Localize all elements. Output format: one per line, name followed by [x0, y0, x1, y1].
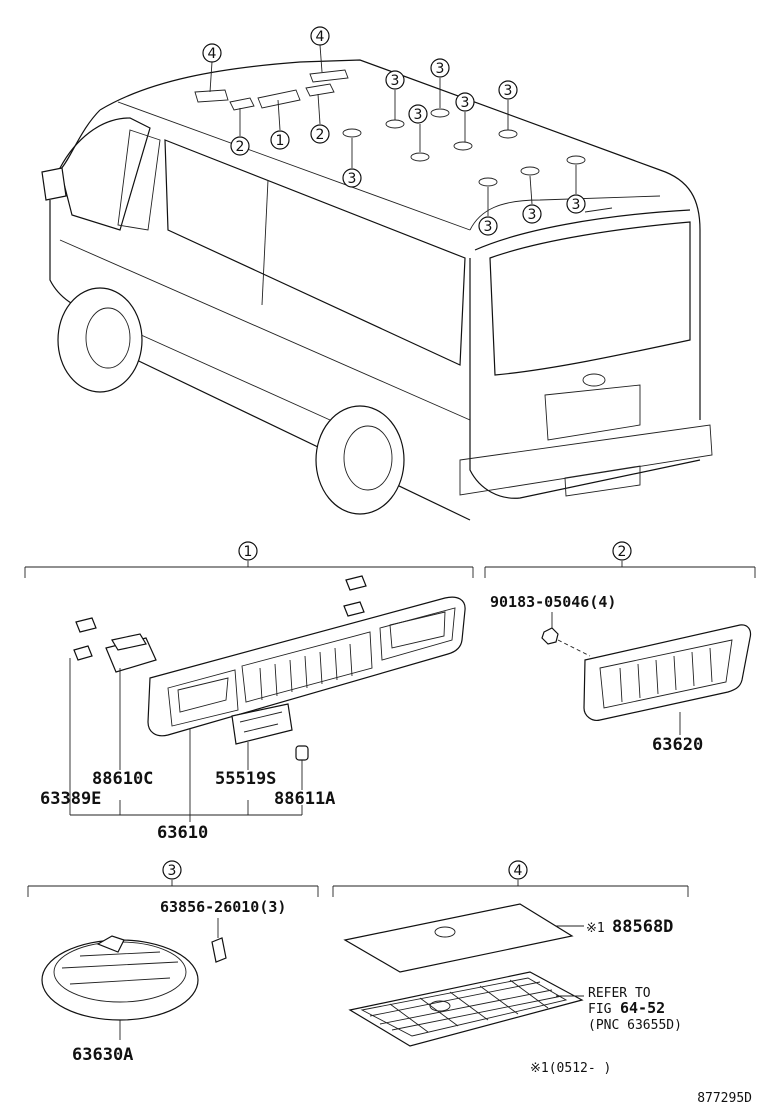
section-2-part-labels: 90183-05046(4) 63620 [490, 593, 703, 755]
callout-3-c: 3 [430, 58, 450, 78]
refer-pnc: (PNC 63655D) [588, 1018, 682, 1033]
section-4-part-labels: ※1 88568D REFER TO FIG 64-52 (PNC 63655D… [530, 917, 682, 1076]
callout-1: 1 [270, 130, 290, 150]
part-63856-26010: 63856-26010(3) [160, 898, 286, 916]
part-88611A: 88611A [274, 789, 335, 809]
svg-text:3: 3 [414, 107, 423, 123]
callout-2-a: 2 [230, 136, 250, 156]
svg-text:2: 2 [618, 544, 627, 560]
svg-text:1: 1 [276, 133, 285, 149]
callout-4-a: 4 [202, 43, 222, 63]
section-3-bracket [27, 880, 319, 897]
svg-text:4: 4 [514, 863, 523, 879]
section-1-part-labels: 88610C 63389E 55519S 88611A 63610 [40, 769, 335, 843]
van-illustration [41, 59, 713, 521]
section-2-illustration [541, 624, 752, 721]
svg-text:3: 3 [504, 83, 513, 99]
svg-text:3: 3 [528, 207, 537, 223]
section-2-leaders [551, 612, 681, 735]
section-1-bracket [24, 561, 474, 578]
svg-text:4: 4 [316, 29, 325, 45]
van-leader-lines [209, 44, 577, 216]
diagram-id: 877295D [697, 1091, 752, 1106]
mark-asterisk-1: ※1 [586, 921, 605, 936]
svg-text:4: 4 [208, 46, 217, 62]
svg-text:1: 1 [244, 544, 253, 560]
svg-text:3: 3 [436, 61, 445, 77]
callout-3-i: 3 [566, 194, 586, 214]
part-63620: 63620 [652, 735, 703, 755]
section-4-leaders [556, 925, 584, 997]
callout-3-a: 3 [342, 168, 362, 188]
callout-3-e: 3 [455, 92, 475, 112]
footnote: ※1(0512- ) [530, 1061, 611, 1076]
section-2-bracket [484, 561, 756, 578]
refer-to-text: REFER TO [588, 986, 651, 1001]
refer-fig-prefix: FIG [588, 1002, 612, 1017]
overhead-console-illustration [147, 596, 466, 737]
svg-text:2: 2 [236, 139, 245, 155]
section-3-leaders [119, 918, 219, 1040]
section-3-callout: 3 [162, 860, 182, 880]
section-4-callout: 4 [508, 860, 528, 880]
part-88610C: 88610C [92, 769, 153, 789]
section-4-bracket [332, 880, 689, 897]
callout-2-b: 2 [310, 124, 330, 144]
section-1-leaders [69, 658, 303, 822]
svg-text:3: 3 [348, 171, 357, 187]
section-2-callout: 2 [612, 541, 632, 561]
section-4-illustration [343, 903, 584, 1047]
svg-text:3: 3 [484, 219, 493, 235]
clip-parts-section1 [73, 575, 367, 761]
svg-text:3: 3 [168, 863, 177, 879]
callout-3-f: 3 [498, 80, 518, 100]
callout-4-b: 4 [310, 26, 330, 46]
callout-3-h: 3 [522, 204, 542, 224]
refer-fig-number: 64-52 [620, 999, 665, 1017]
callout-3-g: 3 [478, 216, 498, 236]
callout-3-d: 3 [408, 104, 428, 124]
section-1-callout: 1 [238, 541, 258, 561]
callout-3-b: 3 [385, 70, 405, 90]
part-63389E: 63389E [40, 789, 101, 809]
part-63630A: 63630A [72, 1045, 133, 1065]
svg-text:3: 3 [391, 73, 400, 89]
part-90183-05046: 90183-05046(4) [490, 593, 616, 611]
part-88568D: 88568D [612, 917, 673, 937]
svg-text:3: 3 [572, 197, 581, 213]
section-3-illustration [41, 935, 227, 1021]
part-63610: 63610 [157, 823, 208, 843]
section-3-part-labels: 63856-26010(3) 63630A [72, 898, 286, 1065]
part-55519S: 55519S [215, 769, 276, 789]
van-callouts: 4 4 2 1 2 3 3 3 [202, 26, 586, 236]
svg-text:3: 3 [461, 95, 470, 111]
svg-text:2: 2 [316, 127, 325, 143]
